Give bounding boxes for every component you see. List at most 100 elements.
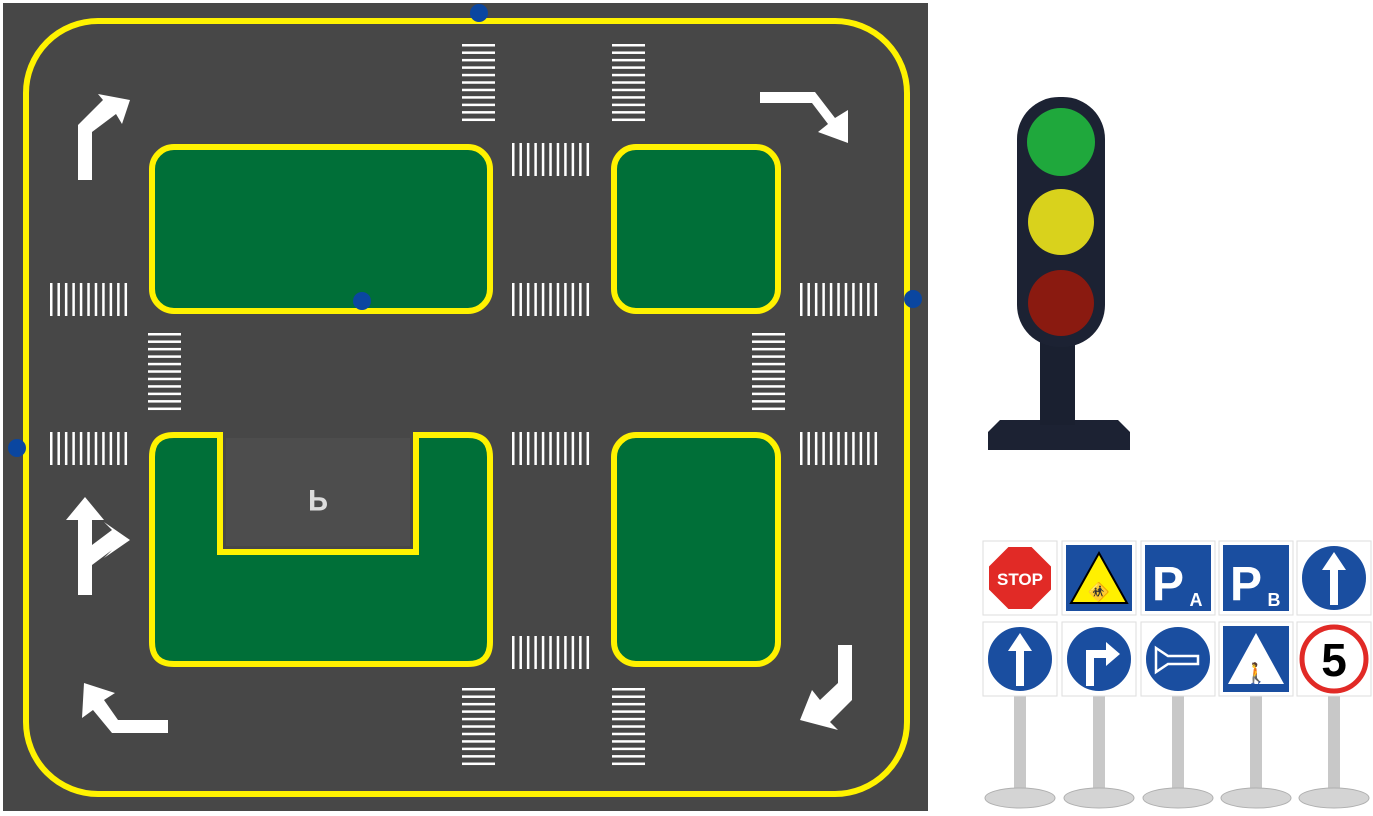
- crosswalk-stripe: [612, 755, 645, 758]
- arrow-straight-or-right-icon: [66, 497, 130, 595]
- crosswalk-stripe: [462, 103, 495, 107]
- crosswalk-stripe: [564, 283, 567, 316]
- crosswalk-stripe: [462, 710, 495, 713]
- handle-right[interactable]: [904, 290, 922, 308]
- crosswalk-stripe: [512, 636, 515, 669]
- crosswalk-stripe: [109, 283, 113, 316]
- crosswalk: [752, 333, 785, 411]
- crosswalk-stripe: [102, 283, 105, 316]
- crosswalk-stripe: [579, 143, 582, 176]
- speed-limit-sign: [1299, 624, 1369, 694]
- sign-base: [1220, 787, 1292, 809]
- sign-pole: [1328, 695, 1340, 795]
- children-crossing-icon: [1069, 550, 1129, 604]
- crosswalk-stripe: [549, 636, 552, 669]
- road-signs: STOP 🚸 P A P B 🚶 5: [982, 540, 1372, 697]
- crosswalk: [512, 432, 590, 465]
- crosswalk-stripe: [859, 283, 863, 316]
- crosswalk: [462, 688, 495, 766]
- arrow-turn-down-icon: [760, 92, 848, 143]
- arrow-turn-right-icon: [78, 94, 130, 180]
- crosswalk-stripe: [612, 103, 645, 107]
- crosswalk-stripe: [79, 432, 83, 465]
- crosswalk-stripe: [526, 432, 530, 465]
- crosswalk-stripe: [586, 636, 590, 669]
- crosswalk-stripe: [612, 762, 645, 766]
- crosswalk-stripe: [462, 51, 495, 54]
- crosswalk-stripe: [571, 432, 575, 465]
- crosswalk-stripe: [57, 283, 60, 316]
- arrow-turn-left-icon: [82, 683, 168, 733]
- horn-icon: [1154, 645, 1200, 675]
- crosswalk: [612, 44, 645, 122]
- parking-a-sign: [1145, 545, 1211, 611]
- crosswalk-stripe: [462, 688, 495, 691]
- crosswalk-stripe: [462, 717, 495, 721]
- handle-top[interactable]: [470, 4, 488, 22]
- crosswalk-stripe: [612, 81, 645, 84]
- crosswalk-stripe: [579, 432, 582, 465]
- crosswalk-stripe: [72, 432, 75, 465]
- parking-bay-label: P: [308, 483, 328, 516]
- crosswalk-stripe: [462, 747, 495, 751]
- grass-block-bottom-right: [611, 432, 781, 667]
- crosswalk-stripe: [571, 143, 575, 176]
- crosswalk-stripe: [117, 283, 120, 316]
- crosswalk-stripe: [109, 432, 113, 465]
- road-arrows: [66, 92, 852, 733]
- crosswalk-stripe: [612, 96, 645, 99]
- handle-center[interactable]: [353, 292, 371, 310]
- sign-pole: [1172, 695, 1184, 795]
- crosswalk-stripe: [148, 392, 181, 396]
- crosswalk-stripe: [752, 355, 785, 358]
- crosswalk-stripe: [462, 118, 495, 122]
- crosswalk-stripe: [752, 392, 785, 396]
- crosswalk-stripe: [814, 283, 818, 316]
- crosswalk-stripe: [148, 407, 181, 411]
- parking-b-sub: B: [1268, 590, 1281, 610]
- crosswalk-stripe: [534, 432, 537, 465]
- crosswalk-stripe: [859, 432, 863, 465]
- crosswalk-stripe: [148, 400, 181, 403]
- crosswalk-stripe: [612, 58, 645, 62]
- crosswalk-stripe: [117, 432, 120, 465]
- crosswalk-stripe: [124, 283, 128, 316]
- crosswalk-stripe: [512, 143, 515, 176]
- crosswalk-stripe: [867, 432, 870, 465]
- selection-handles: [8, 4, 922, 457]
- crosswalk-stripe: [148, 347, 181, 351]
- crosswalk-stripe: [148, 377, 181, 381]
- crosswalk-stripe: [462, 96, 495, 99]
- crosswalk-stripe: [612, 51, 645, 54]
- crosswalk-stripe: [807, 283, 810, 316]
- crosswalk-stripe: [541, 432, 545, 465]
- crosswalk-stripe: [874, 283, 878, 316]
- grass-block-top-right: [611, 144, 781, 314]
- handle-left[interactable]: [8, 439, 26, 457]
- crosswalk-stripe: [571, 636, 575, 669]
- pedestrian-icon: 🚶: [1244, 661, 1269, 685]
- crosswalk-stripe: [462, 73, 495, 77]
- crosswalk-stripe: [837, 283, 840, 316]
- grass-block-u-shape: [149, 432, 493, 667]
- crosswalk-stripe: [571, 283, 575, 316]
- crosswalk: [512, 636, 590, 669]
- crosswalk-stripe: [612, 88, 645, 92]
- crosswalk-stripe: [579, 283, 582, 316]
- crosswalk-stripe: [874, 432, 878, 465]
- crosswalk-stripe: [612, 702, 645, 706]
- crosswalk-stripe: [541, 143, 545, 176]
- arrow-up-icon: [1322, 552, 1346, 605]
- turn-right-sign: [1065, 625, 1133, 693]
- crosswalk-stripe: [844, 283, 848, 316]
- crosswalk-stripe: [752, 377, 785, 381]
- arrow-turn-down-left-icon: [800, 645, 852, 730]
- crosswalk-stripe: [519, 143, 522, 176]
- crosswalk-stripe: [72, 283, 75, 316]
- crosswalk-stripe: [462, 740, 495, 743]
- stop-sign-text: STOP: [997, 570, 1043, 589]
- sign-pole: [1014, 695, 1026, 795]
- crosswalk-stripe: [822, 432, 825, 465]
- crosswalk-stripe: [586, 143, 590, 176]
